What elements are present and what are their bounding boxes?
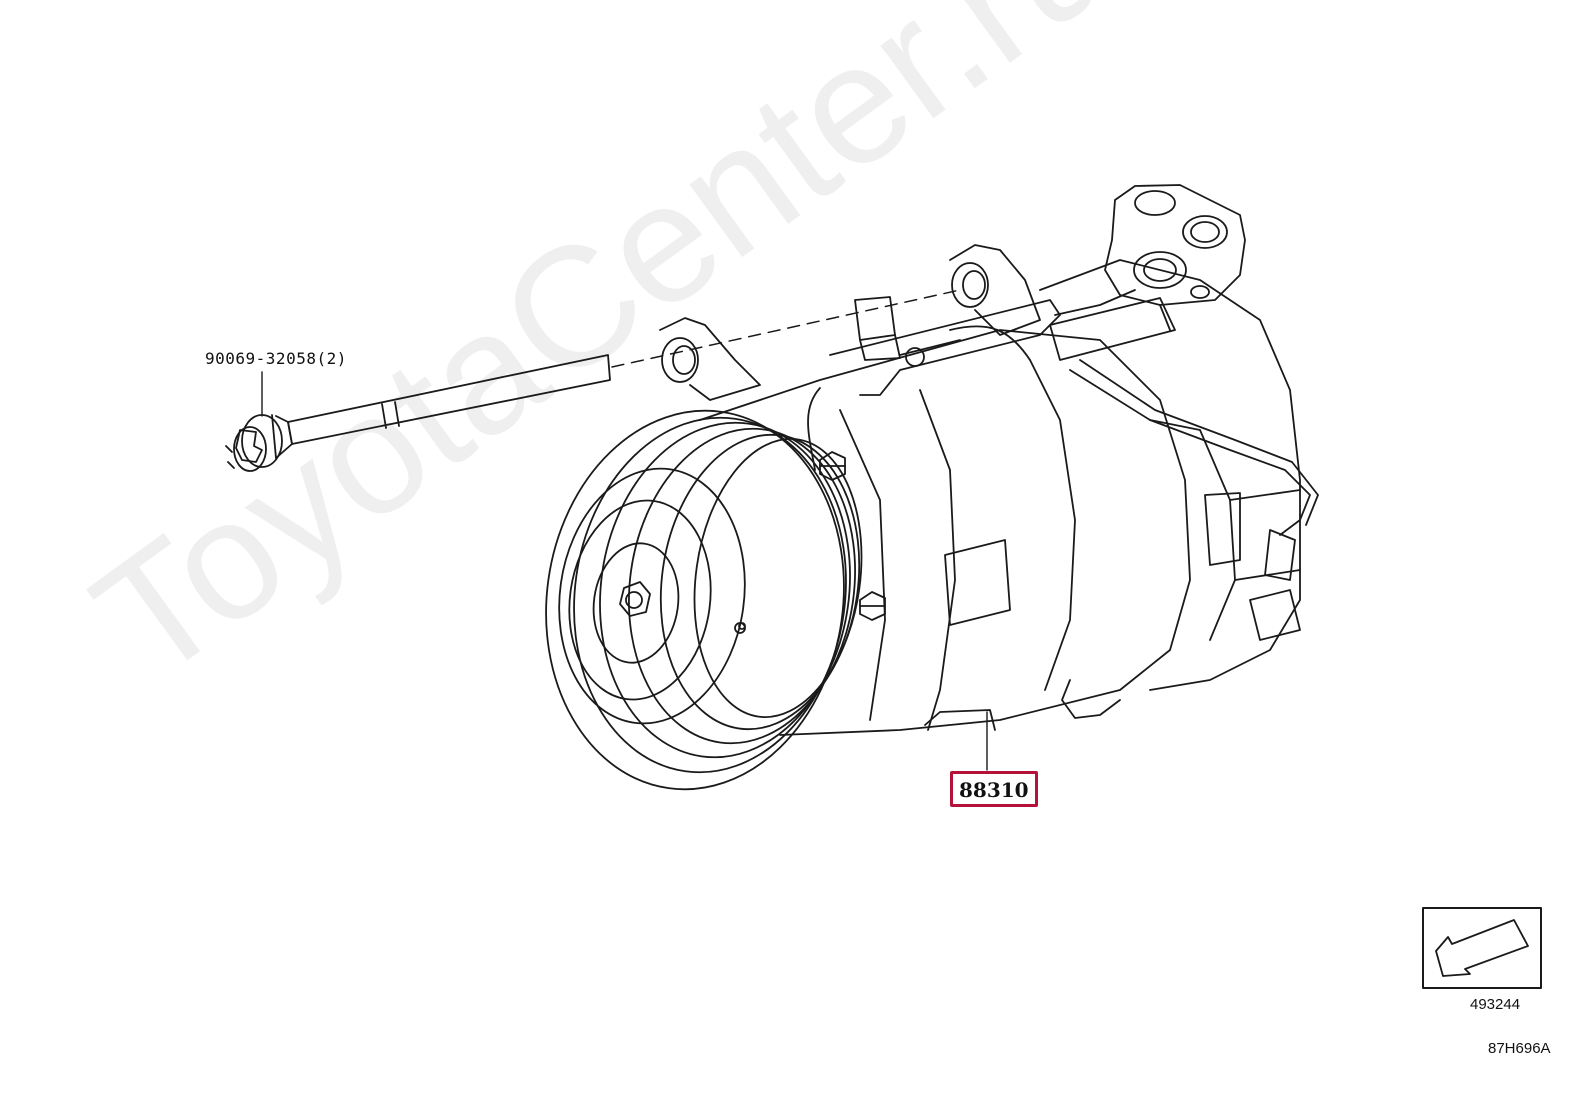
compressor-part-number[interactable]: 88310 xyxy=(950,771,1038,807)
pulley-clutch[interactable] xyxy=(522,391,879,808)
refrigerant-fitting-block xyxy=(1054,184,1246,316)
view-reference-number: 493244 xyxy=(1470,996,1521,1013)
mounting-ears xyxy=(659,244,1041,401)
bolt-part-number[interactable]: 90069-32058(2) xyxy=(205,349,347,368)
bolt[interactable] xyxy=(225,354,611,472)
illustration-code: 87H696A xyxy=(1488,1040,1551,1057)
arrow-view-icon xyxy=(1422,907,1542,989)
alignment-dashed-line xyxy=(611,289,961,368)
body-bolts xyxy=(819,451,886,621)
